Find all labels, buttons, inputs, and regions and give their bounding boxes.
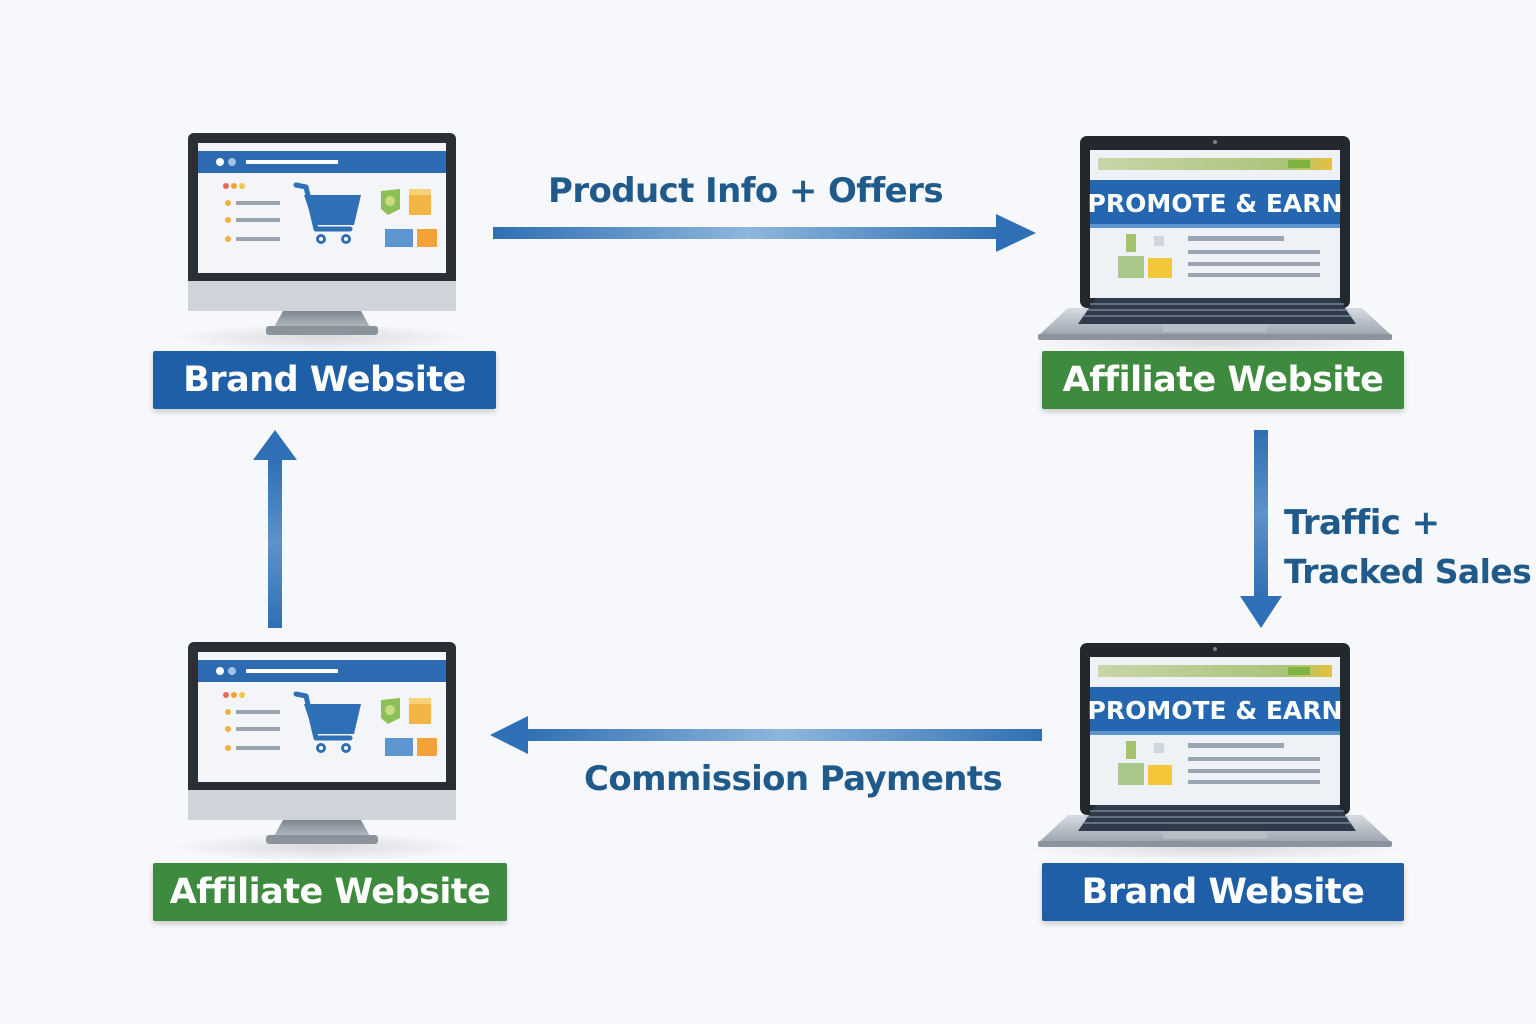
node-label-brand-top-left: Brand Website	[153, 351, 496, 409]
arrow-traffic-sales	[1240, 430, 1282, 628]
arrow-return	[253, 430, 297, 628]
laptop-icon-top-right: PROMOTE & EARN	[1025, 135, 1407, 355]
edge-label-tracked-sales: Tracked Sales	[1284, 552, 1532, 591]
edge-label-commission: Commission Payments	[584, 759, 1003, 799]
promo-title-bottom-right: PROMOTE & EARN	[1088, 696, 1343, 725]
monitor-icon-top-left	[172, 133, 472, 352]
edge-label-product-info: Product Info + Offers	[548, 171, 944, 211]
arrow-product-info	[493, 214, 1036, 252]
node-label-brand-bottom-right: Brand Website	[1042, 863, 1404, 921]
edge-label-traffic: Traffic +	[1284, 503, 1440, 543]
arrow-commission	[490, 716, 1042, 754]
monitor-icon-bottom-left	[172, 642, 472, 861]
node-label-affiliate-bottom-left: Affiliate Website	[153, 863, 507, 921]
node-label-affiliate-top-right: Affiliate Website	[1042, 351, 1404, 409]
promo-title-top-right: PROMOTE & EARN	[1088, 189, 1343, 218]
laptop-icon-bottom-right: PROMOTE & EARN	[1025, 642, 1407, 862]
